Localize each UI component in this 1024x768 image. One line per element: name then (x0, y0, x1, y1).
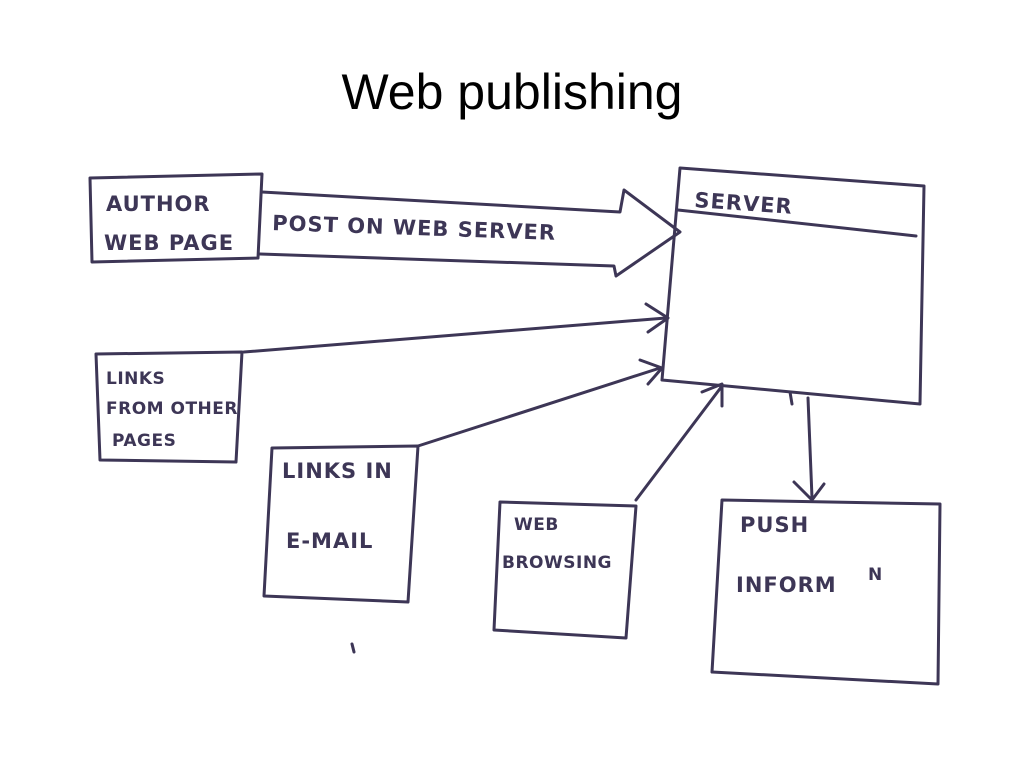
post-on-web-server-arrow: POST ON WEB SERVER (258, 188, 682, 278)
web-browsing-line2: BROWSING (502, 553, 612, 573)
links-email-line1: LINKS IN (282, 459, 393, 483)
links-other-line3: PAGES (112, 431, 176, 451)
author-box-line2: WEB PAGE (104, 231, 234, 255)
post-arrow-label: POST ON WEB SERVER (272, 211, 557, 245)
slide-title: Web publishing (341, 64, 683, 120)
stray-pen-mark (350, 642, 356, 654)
links-other-to-server-arrow (242, 302, 670, 354)
links-in-email-box: LINKS IN E-MAIL (262, 444, 420, 604)
web-browsing-line1: WEB (514, 515, 559, 535)
server-box: SERVER (660, 166, 926, 406)
links-from-other-pages-box: LINKS FROM OTHER PAGES (94, 350, 244, 464)
server-to-push-arrow (788, 390, 826, 502)
links-other-line1: LINKS (106, 369, 165, 389)
links-email-line2: E-MAIL (286, 529, 373, 553)
web-browsing-to-server-arrow (634, 382, 724, 502)
push-box-line1: PUSH (740, 513, 809, 537)
author-box-line1: AUTHOR (106, 192, 211, 216)
push-information-box: PUSH INFORM N (710, 498, 942, 686)
links-email-to-server-arrow (416, 358, 664, 448)
author-web-page-box: AUTHOR WEB PAGE (88, 172, 264, 264)
web-browsing-box: WEB BROWSING (492, 500, 638, 640)
push-box-line2: INFORM (736, 573, 837, 597)
links-other-line2: FROM OTHER (106, 399, 238, 419)
push-box-superscript: N (868, 565, 883, 585)
